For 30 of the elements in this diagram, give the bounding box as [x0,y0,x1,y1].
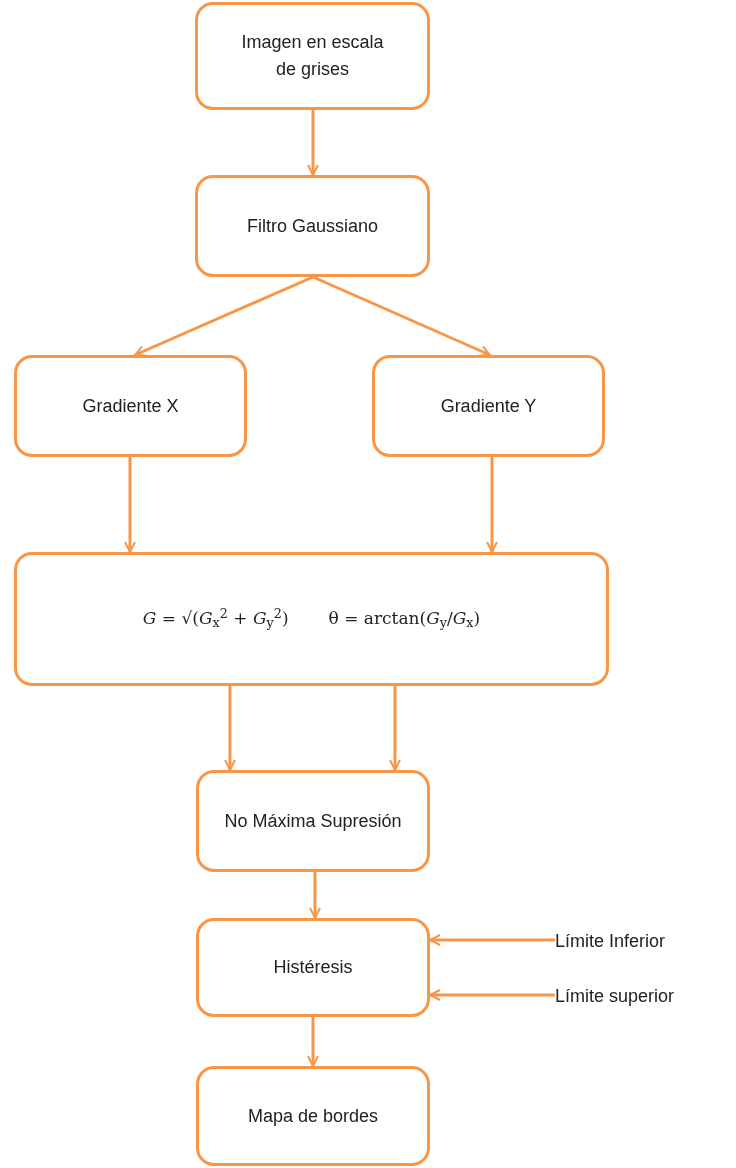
arrow [429,989,555,1001]
box-label: Límite superior [555,984,675,1008]
formula-text: G = √(G$_{x}$$^{2}$ + G$_{y}$$^{2}$) [142,606,289,632]
formula-text: θ = arctan(G$_{y}$/G$_{x}$) [328,607,481,632]
arrow [134,275,314,357]
process-box [14,552,609,686]
arrow [124,457,136,553]
box-label: No Máxima Supresión [224,809,402,833]
arrow [307,1017,319,1067]
box-label: Gradiente X [82,394,179,418]
process-box [196,770,430,872]
box-label: Límite Inferior [555,929,666,953]
arrow [224,686,236,771]
arrow [486,457,498,553]
arrow [429,934,555,946]
box-label: Imagen en escala de grises [240,31,385,81]
process-box [195,175,430,277]
arrow [389,686,401,771]
process-box [14,355,247,457]
arrow [309,872,321,919]
arrow [307,110,319,176]
process-box [196,1066,430,1166]
box-label: Filtro Gaussiano [246,214,379,238]
arrow [312,275,491,357]
process-box [372,355,605,457]
process-box [196,918,430,1017]
box-label: Histéresis [273,956,353,979]
box-label: Gradiente Y [440,394,537,418]
process-box [195,2,430,110]
box-label: Mapa de bordes [247,1104,379,1128]
